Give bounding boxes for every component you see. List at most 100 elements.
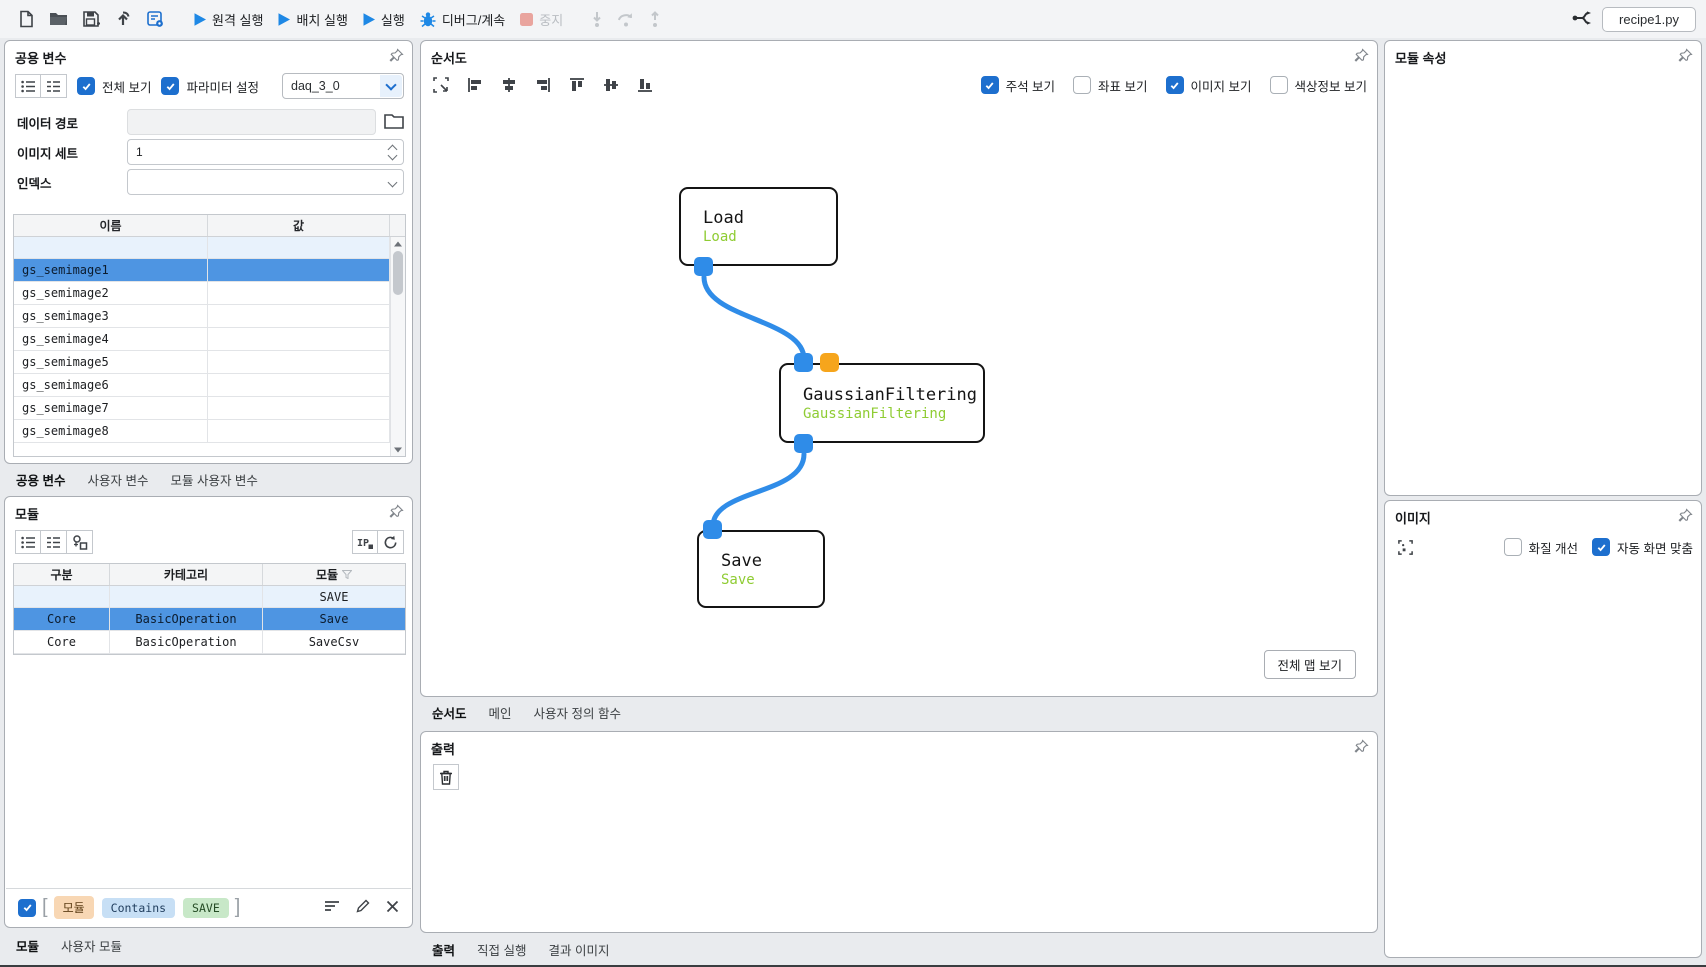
tab-common-variables[interactable]: 공용 변수 bbox=[14, 467, 67, 492]
pin-icon[interactable] bbox=[1354, 48, 1369, 63]
col-category[interactable]: 카테고리 bbox=[110, 564, 263, 585]
port-load-output[interactable] bbox=[694, 257, 713, 276]
detail-view-button[interactable] bbox=[41, 74, 67, 98]
edit-pencil-icon[interactable] bbox=[356, 899, 370, 916]
debug-continue-button[interactable]: 디버그/계속 bbox=[412, 6, 512, 33]
port-gaussian-secondary[interactable] bbox=[820, 353, 839, 372]
table-row[interactable]: gs_semimage4 bbox=[14, 328, 405, 351]
fit-image-icon[interactable] bbox=[1395, 537, 1415, 557]
pin-icon[interactable] bbox=[1354, 739, 1369, 754]
filter-value-chip[interactable]: SAVE bbox=[183, 898, 229, 918]
image-view-checkbox[interactable] bbox=[1166, 76, 1184, 94]
tab-user-defined-functions[interactable]: 사용자 정의 함수 bbox=[532, 700, 623, 725]
align-center-horizontal-icon[interactable] bbox=[499, 75, 519, 95]
new-file-button[interactable] bbox=[10, 6, 42, 32]
filter-enable-checkbox[interactable] bbox=[18, 899, 36, 917]
list-view-button[interactable] bbox=[15, 74, 41, 98]
step-into-button[interactable] bbox=[584, 7, 610, 32]
table-row[interactable]: gs_semimage1 bbox=[14, 259, 405, 282]
show-all-checkbox[interactable] bbox=[77, 77, 95, 95]
run-remote-button[interactable]: 원격 실행 bbox=[186, 6, 270, 33]
table-row[interactable]: gs_semimage7 bbox=[14, 397, 405, 420]
tab-output[interactable]: 출력 bbox=[430, 937, 457, 962]
recipe-file-name[interactable]: recipe1.py bbox=[1602, 7, 1696, 32]
image-set-input[interactable]: 1 bbox=[127, 139, 404, 165]
tab-user-variables[interactable]: 사용자 변수 bbox=[85, 467, 150, 492]
align-top-icon[interactable] bbox=[567, 75, 587, 95]
table-row[interactable]: gs_semimage6 bbox=[14, 374, 405, 397]
tab-flowchart[interactable]: 순서도 bbox=[430, 700, 469, 725]
list-view-button[interactable] bbox=[15, 530, 41, 554]
data-path-input[interactable] bbox=[127, 109, 376, 135]
port-gaussian-input[interactable] bbox=[794, 353, 813, 372]
stop-button[interactable]: 중지 bbox=[512, 6, 570, 33]
output-log-area[interactable] bbox=[433, 798, 1365, 922]
node-gaussianfiltering[interactable]: GaussianFiltering GaussianFiltering bbox=[779, 363, 985, 443]
pin-icon[interactable] bbox=[389, 504, 404, 519]
align-left-icon[interactable] bbox=[465, 75, 485, 95]
table-row[interactable]: gs_semimage5 bbox=[14, 351, 405, 374]
flowchart-canvas[interactable]: Load Load GaussianFiltering GaussianFilt… bbox=[422, 103, 1376, 695]
table-row[interactable]: gs_semimage8 bbox=[14, 420, 405, 443]
step-out-button[interactable] bbox=[642, 7, 668, 32]
scroll-up-icon[interactable] bbox=[391, 237, 405, 250]
full-map-button[interactable]: 전체 맵 보기 bbox=[1264, 650, 1356, 679]
export-button[interactable] bbox=[107, 6, 139, 32]
annotation-view-checkbox[interactable] bbox=[981, 76, 999, 94]
auto-fit-checkbox[interactable] bbox=[1592, 538, 1610, 556]
scroll-thumb[interactable] bbox=[393, 251, 403, 295]
filter-menu-icon[interactable] bbox=[324, 900, 340, 915]
dataset-select[interactable]: daq_3_0 bbox=[282, 73, 404, 99]
spinner-arrows[interactable] bbox=[383, 141, 401, 163]
filter-field-chip[interactable]: 모듈 bbox=[54, 896, 94, 919]
colorinfo-view-checkbox[interactable] bbox=[1270, 76, 1288, 94]
table-row[interactable]: gs_semimage2 bbox=[14, 282, 405, 305]
open-file-button[interactable] bbox=[42, 7, 75, 31]
pin-icon[interactable] bbox=[389, 48, 404, 63]
image-viewer-area[interactable] bbox=[1393, 565, 1693, 949]
table-row[interactable]: gs_semimage3 bbox=[14, 305, 405, 328]
col-type[interactable]: 구분 bbox=[14, 564, 110, 585]
tab-main[interactable]: 메인 bbox=[487, 700, 514, 725]
node-save[interactable]: Save Save bbox=[697, 530, 825, 608]
align-middle-vertical-icon[interactable] bbox=[601, 75, 621, 95]
tab-modules[interactable]: 모듈 bbox=[14, 933, 41, 958]
port-gaussian-output[interactable] bbox=[794, 434, 813, 453]
align-bottom-icon[interactable] bbox=[635, 75, 655, 95]
refresh-button[interactable] bbox=[378, 530, 404, 554]
tab-direct-run[interactable]: 직접 실행 bbox=[475, 937, 528, 962]
recipe-settings-button[interactable] bbox=[139, 6, 172, 33]
run-button[interactable]: 실행 bbox=[355, 6, 412, 33]
filter-row[interactable]: SAVE bbox=[14, 586, 405, 608]
table-row[interactable]: Core BasicOperation Save bbox=[14, 608, 405, 631]
fit-selection-icon[interactable] bbox=[431, 75, 451, 95]
detail-view-button[interactable] bbox=[41, 530, 67, 554]
run-batch-button[interactable]: 배치 실행 bbox=[270, 6, 354, 33]
col-module[interactable]: 모듈 bbox=[263, 564, 405, 585]
tab-result-image[interactable]: 결과 이미지 bbox=[547, 937, 612, 962]
clear-output-button[interactable] bbox=[433, 764, 459, 790]
table-row[interactable]: Core BasicOperation SaveCsv bbox=[14, 631, 405, 654]
filter-operator-chip[interactable]: Contains bbox=[102, 898, 175, 918]
browse-folder-icon[interactable] bbox=[384, 113, 404, 132]
pin-icon[interactable] bbox=[1678, 48, 1693, 63]
save-button[interactable] bbox=[75, 6, 107, 32]
port-save-input[interactable] bbox=[703, 520, 722, 539]
index-select[interactable] bbox=[127, 169, 404, 195]
scroll-down-icon[interactable] bbox=[391, 443, 405, 456]
quality-enhance-checkbox[interactable] bbox=[1504, 538, 1522, 556]
tab-module-user-variables[interactable]: 모듈 사용자 변수 bbox=[168, 467, 259, 492]
col-value[interactable]: 값 bbox=[208, 215, 390, 236]
tab-user-modules[interactable]: 사용자 모듈 bbox=[59, 933, 124, 958]
col-name[interactable]: 이름 bbox=[14, 215, 208, 236]
coordinate-view-checkbox[interactable] bbox=[1073, 76, 1091, 94]
clear-filter-icon[interactable] bbox=[386, 900, 399, 916]
filter-row[interactable] bbox=[14, 237, 405, 259]
ip-config-button[interactable]: IP bbox=[352, 530, 378, 554]
step-over-button[interactable] bbox=[610, 7, 642, 32]
align-right-icon[interactable] bbox=[533, 75, 553, 95]
module-view-button[interactable] bbox=[67, 530, 93, 554]
table-scrollbar[interactable] bbox=[390, 237, 405, 456]
pin-icon[interactable] bbox=[1678, 508, 1693, 523]
param-setting-checkbox[interactable] bbox=[161, 77, 179, 95]
